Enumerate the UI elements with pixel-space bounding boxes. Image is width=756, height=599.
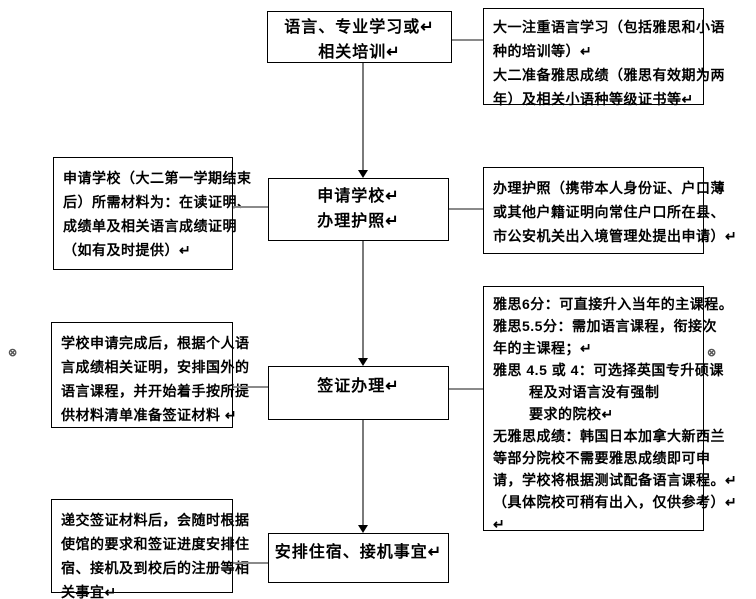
note-line: 大一注重语言学习（包括雅思和小语 [493,19,725,35]
step4-line: 安排住宿、接机事宜↵ [274,544,443,561]
note-line: 程及对语言没有强制 [529,384,660,400]
note-line: ↵ [493,516,506,532]
arrow-down-icon [358,525,368,533]
connector-line [233,562,268,564]
note-line: 雅思 4.5 或 4：可选择英国专升硕课 [493,362,724,378]
note-line: （如有及时提供）↵ [63,242,192,258]
note-line: 供材料清单准备签证材料 ↵ [61,407,238,423]
step2-line: 办理护照↵ [317,213,400,230]
flow-box-step1[interactable]: 语言、专业学习或↵ 相关培训↵ [267,11,452,63]
note-line: 或其他户籍证明向常住户口所在县、 [493,204,725,220]
note-line: 后）所需材料为：在读证明、 [63,194,252,210]
flow-note-right-3[interactable]: 雅思6分：可直接升入当年的主课程。 雅思5.5分：需加语言课程，衔接次 年的主课… [483,286,738,532]
note-line: 关事宜↵ [61,584,117,599]
note-line: 种的培训等）↵ [493,43,593,59]
flow-arrow-line [362,420,364,525]
note-line: 年）及相关小语种等级证书等↵ [493,91,694,107]
flow-note-right-1[interactable]: 大一注重语言学习（包括雅思和小语 种的培训等）↵ 大二准备雅思成绩（雅思有效期为… [483,8,725,107]
note-line: 雅思5.5分：需加语言课程，衔接次 [493,318,717,334]
flow-box-step4[interactable]: 安排住宿、接机事宜↵ [268,533,449,583]
note-line: 要求的院校↵ [529,406,614,422]
note-line: 大二准备雅思成绩（雅思有效期为两 [493,67,725,83]
note-line: 宿、接机及到校后的注册等相 [61,560,250,576]
connector-line [233,386,268,388]
note-line: 请，学校将根据测试配备语言课程。↵ [493,472,738,488]
flow-note-left-2[interactable]: 学校申请完成后，根据个人语 言成绩相关证明，安排国外的 语言课程，并开始着手按所… [51,322,250,428]
note-line: 递交签证材料后，会随时根据 [61,512,250,528]
note-line: 学校申请完成后，根据个人语 [61,335,250,351]
note-line: 雅思6分：可直接升入当年的主课程。 [493,296,734,312]
connector-line [452,39,483,41]
note-line: （具体院校可稍有出入，仅供参考）↵ [493,494,738,510]
note-line: 无雅思成绩：韩国日本加拿大新西兰 [493,428,725,444]
flow-box-step2[interactable]: 申请学校↵ 办理护照↵ [268,178,449,241]
note-line: 申请学校（大二第一学期结束 [63,170,252,186]
flow-arrow-line [362,63,364,170]
flow-box-step3[interactable]: 签证办理↵ [268,366,449,420]
arrow-down-icon [358,358,368,366]
step1-line: 语言、专业学习或↵ [284,19,435,36]
flow-note-left-1[interactable]: 申请学校（大二第一学期结束 后）所需材料为：在读证明、 成绩单及相关语言成绩证明… [53,157,252,270]
flow-note-left-3[interactable]: 递交签证材料后，会随时根据 使馆的要求和签证进度安排住 宿、接机及到校后的注册等… [51,499,250,599]
arrow-down-icon [358,170,368,178]
step2-line: 申请学校↵ [317,188,400,205]
step3-line: 签证办理↵ [317,378,400,395]
object-anchor-icon: ⊗ [8,347,18,359]
flow-note-right-2[interactable]: 办理护照（携带本人身份证、户口薄 或其他户籍证明向常住户口所在县、 市公安机关出… [483,167,738,254]
note-line: 市公安机关出入境管理处提出申请）↵ [493,228,738,244]
note-line: 等部分院校不需要雅思成绩即可申 [493,450,711,466]
note-line: 使馆的要求和签证进度安排住 [61,536,250,552]
note-line: 言成绩相关证明，安排国外的 [61,359,250,375]
flow-arrow-line [362,241,364,358]
connector-line [449,388,483,390]
note-line: 成绩单及相关语言成绩证明 [63,218,237,234]
connector-line [233,206,268,208]
note-line: 年的主课程；↵ [493,340,593,356]
note-line: 语言课程，并开始着手按所提 [61,383,250,399]
step1-line: 相关培训↵ [318,44,401,61]
note-line: 办理护照（携带本人身份证、户口薄 [493,180,725,196]
connector-line [449,208,483,210]
object-anchor-icon: ⊗ [707,347,717,359]
